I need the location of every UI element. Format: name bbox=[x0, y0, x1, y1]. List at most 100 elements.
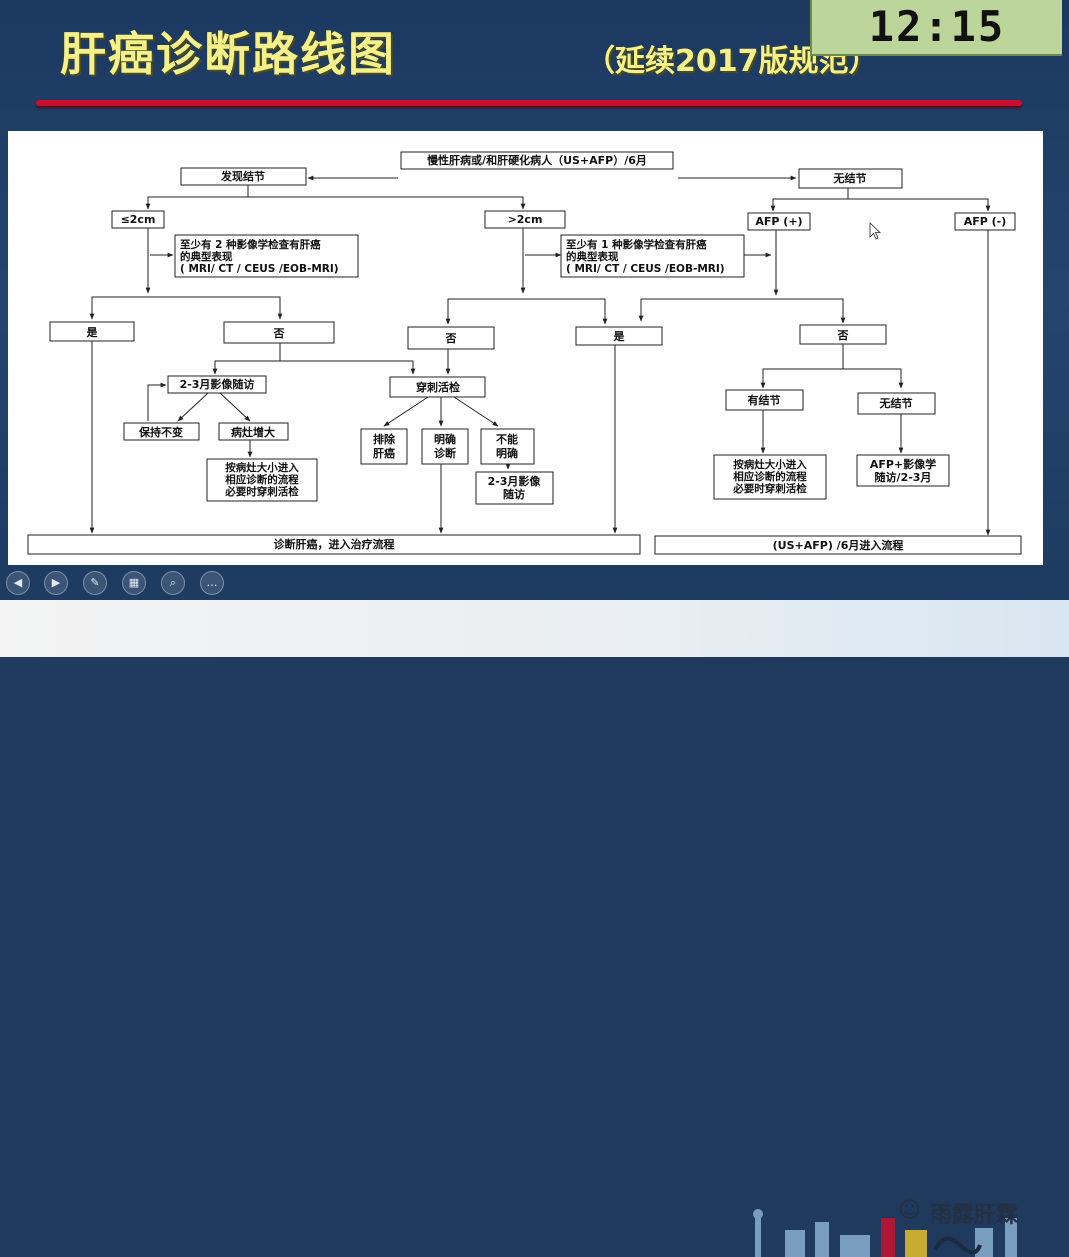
conn-followup-stable bbox=[177, 392, 209, 422]
box-confirm bbox=[421, 428, 469, 465]
label-yes-mid: 是 bbox=[613, 330, 626, 343]
label-no-nodule: 无结节 bbox=[879, 396, 913, 410]
label-stable: 保持不变 bbox=[138, 425, 183, 439]
label-no-left: 否 bbox=[273, 327, 285, 340]
label-bysize2-2: 相应诊断的流程 bbox=[733, 470, 807, 483]
title-underline bbox=[36, 100, 1022, 106]
watermark-text: 雨露肝霖 bbox=[930, 1203, 1019, 1228]
box-diagnose bbox=[27, 534, 641, 555]
conn-le2-no bbox=[148, 296, 283, 320]
box-stable bbox=[123, 422, 200, 441]
box-no-right bbox=[799, 324, 887, 345]
label-no-right: 否 bbox=[837, 329, 849, 342]
label-confirm-1: 明确 bbox=[434, 432, 456, 446]
conn-noleft-biopsy bbox=[280, 360, 416, 375]
conn-gt2-no bbox=[445, 298, 523, 325]
pen-icon[interactable]: ✎ bbox=[83, 571, 107, 595]
slide-title: 肝癌诊断路线图 bbox=[60, 27, 396, 81]
box-enter6 bbox=[654, 535, 1022, 555]
wechat-icon: ☺ bbox=[898, 1198, 921, 1223]
label-followup2-1: 2-3月影像 bbox=[488, 474, 542, 488]
box-bysize bbox=[206, 458, 318, 502]
slide: 肝癌诊断路线图 （延续2017版规范） 12:15 bbox=[0, 0, 1069, 600]
box-yes-mid bbox=[575, 326, 663, 346]
conn-stable-loop bbox=[147, 382, 167, 421]
box-has-nodule bbox=[725, 389, 804, 411]
label-followup2-2: 随访 bbox=[503, 487, 525, 501]
box-none bbox=[798, 168, 903, 189]
box-exclude bbox=[360, 428, 408, 465]
box-found bbox=[180, 167, 307, 186]
box-no-nodule bbox=[857, 392, 936, 415]
prev-icon[interactable]: ◀ bbox=[6, 571, 30, 595]
box-le2 bbox=[111, 210, 165, 229]
box-no-left bbox=[223, 321, 335, 344]
label-enter6: (US+AFP) /6月进入流程 bbox=[773, 538, 904, 552]
box-imaging1 bbox=[560, 234, 745, 278]
box-afppos bbox=[747, 212, 811, 231]
label-imaging1-3: ( MRI/ CT / CEUS /EOB-MRI) bbox=[566, 263, 725, 275]
label-yes-left: 是 bbox=[86, 326, 99, 339]
box-yes-left bbox=[49, 321, 135, 342]
label-none: 无结节 bbox=[833, 171, 867, 185]
label-gt2: >2cm bbox=[508, 213, 543, 226]
label-afpimg-1: AFP+影像学 bbox=[870, 457, 936, 471]
box-top bbox=[400, 151, 674, 170]
label-bysize2-3: 必要时穿刺活检 bbox=[732, 482, 807, 495]
box-unable bbox=[480, 428, 535, 465]
more-icon[interactable]: … bbox=[200, 571, 224, 595]
label-unable-1: 不能 bbox=[496, 432, 518, 446]
label-no-mid: 否 bbox=[445, 332, 457, 345]
label-found: 发现结节 bbox=[220, 169, 265, 183]
label-enlarge: 病灶增大 bbox=[231, 425, 275, 439]
label-imaging2-2: 的典型表现 bbox=[180, 250, 233, 263]
clock-display: 12:15 bbox=[810, 0, 1062, 56]
labels: 慢性肝病或/和肝硬化病人（US+AFP）/6月 发现结节 无结节 ≤2cm >2… bbox=[86, 153, 1007, 552]
conn-found-gt2 bbox=[248, 196, 526, 210]
label-diagnose: 诊断肝癌，进入治疗流程 bbox=[274, 537, 395, 551]
box-enlarge bbox=[218, 422, 289, 441]
label-confirm-2: 诊断 bbox=[434, 446, 456, 460]
box-bysize2 bbox=[713, 454, 827, 500]
label-imaging2-3: ( MRI/ CT / CEUS /EOB-MRI) bbox=[180, 263, 339, 275]
label-imaging1-2: 的典型表现 bbox=[566, 250, 619, 263]
label-top: 慢性肝病或/和肝硬化病人（US+AFP）/6月 bbox=[427, 153, 647, 167]
slides-icon[interactable]: ▦ bbox=[122, 571, 146, 595]
label-followup23: 2-3月影像随访 bbox=[180, 377, 255, 391]
flowchart-panel: 慢性肝病或/和肝硬化病人（US+AFP）/6月 发现结节 无结节 ≤2cm >2… bbox=[8, 131, 1043, 565]
bottom-banner: ☺ 雨露肝霖 bbox=[0, 600, 1069, 1257]
label-has-nodule: 有结节 bbox=[748, 393, 781, 407]
zoom-icon[interactable]: ⌕ bbox=[161, 571, 185, 595]
label-exclude-2: 肝癌 bbox=[373, 446, 395, 460]
label-bysize-1: 按病灶大小进入 bbox=[225, 461, 299, 474]
conn-noright-none bbox=[843, 368, 904, 389]
conn-biopsy-unable bbox=[453, 396, 499, 427]
label-biopsy: 穿刺活检 bbox=[416, 380, 460, 394]
box-gt2 bbox=[484, 210, 566, 229]
box-afpneg bbox=[954, 212, 1016, 231]
box-afp-imaging bbox=[856, 454, 950, 487]
next-icon[interactable]: ▶ bbox=[44, 571, 68, 595]
label-afpimg-2: 随访/2-3月 bbox=[875, 470, 932, 484]
connectors bbox=[89, 175, 991, 536]
cursor-icon bbox=[869, 222, 882, 240]
box-followup2 bbox=[475, 471, 554, 505]
conn-biopsy-exclude bbox=[383, 396, 429, 427]
label-exclude-1: 排除 bbox=[373, 432, 396, 446]
label-bysize2-1: 按病灶大小进入 bbox=[733, 458, 807, 471]
label-imaging1-1: 至少有 1 种影像学检查有肝癌 bbox=[566, 238, 707, 251]
conn-followup-enlarge bbox=[219, 392, 251, 422]
label-afppos: AFP (+) bbox=[755, 215, 802, 228]
box-followup23 bbox=[167, 375, 267, 394]
box-imaging2 bbox=[174, 234, 359, 278]
conn-found-le2 bbox=[145, 185, 249, 210]
conn-noright-has bbox=[760, 344, 844, 389]
conn-afppos-yes bbox=[638, 298, 776, 322]
boxes bbox=[27, 151, 1022, 555]
flowchart: 慢性肝病或/和肝硬化病人（US+AFP）/6月 发现结节 无结节 ≤2cm >2… bbox=[27, 151, 1022, 555]
conn-noleft-followup bbox=[212, 343, 281, 375]
label-afpneg: AFP (-) bbox=[964, 215, 1007, 228]
conn-none-afpneg bbox=[848, 198, 991, 212]
conn-afppos-no bbox=[776, 298, 846, 324]
presentation-controls: ◀ ▶ ✎ ▦ ⌕ … bbox=[0, 568, 250, 596]
